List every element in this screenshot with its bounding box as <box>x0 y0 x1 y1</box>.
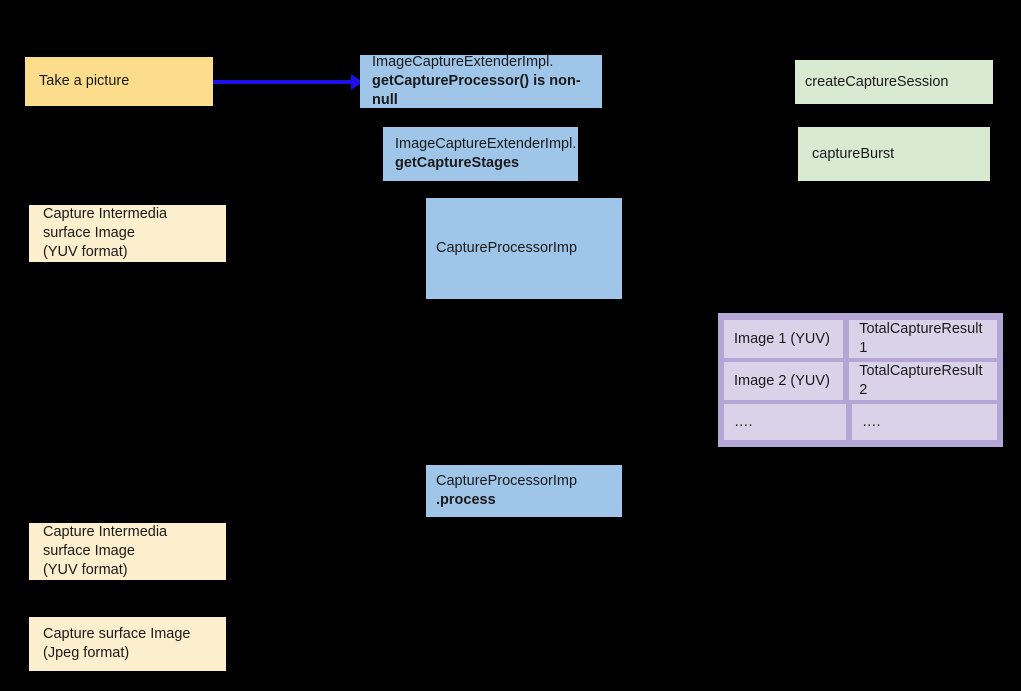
node-take-a-picture-label: Take a picture <box>39 73 130 89</box>
node-capture-surface-jpeg[interactable]: Capture surface Image (Jpeg format) <box>29 617 226 671</box>
node-capture-processor-process-line2: .process <box>436 492 496 508</box>
node-get-capture-processor-line1: ImageCaptureExtenderImpl. <box>372 54 554 70</box>
node-get-capture-stages-line1: ImageCaptureExtenderImpl. <box>395 136 577 152</box>
node-capture-intermedia-yuv-top[interactable]: Capture Intermedia surface Image (YUV fo… <box>29 205 226 262</box>
table-cell-result-label: TotalCaptureResult 1 <box>859 321 983 356</box>
table-cell-result[interactable]: TotalCaptureResult 1 <box>849 320 997 358</box>
node-get-capture-stages-line2: getCaptureStages <box>395 155 520 171</box>
node-create-capture-session[interactable]: createCaptureSession <box>795 60 993 104</box>
node-capture-processor-process[interactable]: CaptureProcessorImp .process <box>426 465 622 517</box>
table-cell-image[interactable]: …. <box>724 404 846 440</box>
capture-results-table: Image 1 (YUV) TotalCaptureResult 1 Image 2… <box>718 313 1003 447</box>
node-capture-surface-jpeg-label: Capture surface Image (Jpeg format) <box>43 626 191 661</box>
node-get-capture-processor-line2: getCaptureProcessor() is non-null <box>372 73 581 108</box>
table-cell-result[interactable]: TotalCaptureResult 2 <box>849 362 997 400</box>
node-capture-processor-imp-label: CaptureProcessorImp <box>436 240 578 256</box>
table-cell-result-label: …. <box>862 413 881 430</box>
table-cell-image[interactable]: Image 1 (YUV) <box>724 320 844 358</box>
take-picture-to-get-capture-processor-arrow <box>213 70 363 94</box>
node-capture-intermedia-yuv-top-label: Capture Intermedia surface Image (YUV fo… <box>43 206 168 260</box>
node-get-capture-processor[interactable]: ImageCaptureExtenderImpl. getCaptureProc… <box>360 54 602 108</box>
node-capture-intermedia-yuv-bottom[interactable]: Capture Intermedia surface Image (YUV fo… <box>29 523 226 580</box>
table-cell-image-label: Image 2 (YUV) <box>734 372 830 389</box>
node-capture-burst[interactable]: captureBurst <box>798 127 990 181</box>
node-capture-burst-label: captureBurst <box>812 145 895 162</box>
table-cell-result[interactable]: …. <box>852 404 997 440</box>
table-row: Image 1 (YUV) TotalCaptureResult 1 <box>724 320 997 358</box>
table-cell-image-label: …. <box>734 413 753 430</box>
node-capture-processor-imp[interactable]: CaptureProcessorImp <box>426 198 622 299</box>
capture-results-rows: Image 1 (YUV) TotalCaptureResult 1 Image 2… <box>724 320 997 440</box>
table-row: …. …. <box>724 404 997 440</box>
node-create-capture-session-label: createCaptureSession <box>805 73 949 90</box>
table-cell-result-label: TotalCaptureResult 2 <box>859 363 983 398</box>
node-capture-intermedia-yuv-bottom-label: Capture Intermedia surface Image (YUV fo… <box>43 524 168 578</box>
node-take-a-picture[interactable]: Take a picture <box>25 57 213 106</box>
table-row: Image 2 (YUV) TotalCaptureResult 2 <box>724 362 997 400</box>
node-get-capture-stages[interactable]: ImageCaptureExtenderImpl. getCaptureStag… <box>383 127 578 181</box>
arrow-head <box>351 74 363 90</box>
node-capture-processor-process-line1: CaptureProcessorImp <box>436 473 578 489</box>
table-cell-image-label: Image 1 (YUV) <box>734 330 830 347</box>
table-cell-image[interactable]: Image 2 (YUV) <box>724 362 844 400</box>
